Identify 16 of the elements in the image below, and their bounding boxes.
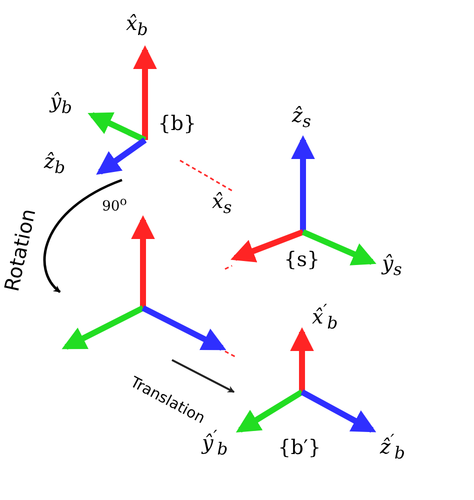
- axis-label: ŷ$_{b}$: [50, 90, 72, 119]
- rotation-angle: 90$^{o}$: [102, 194, 127, 215]
- axis-label: x̂$_{s}$: [212, 190, 232, 219]
- edge-label: Rotation: [0, 206, 40, 294]
- frame-label: {b}: [158, 112, 196, 134]
- dashed-line: [180, 160, 232, 192]
- curved-arrow: [43, 178, 122, 293]
- coordinate-frame: [60, 215, 225, 352]
- axis-label: ẑ$_{s}$: [292, 104, 312, 133]
- axis-label: ŷ$_{s}$: [382, 252, 402, 281]
- axis-label: x̂$_{b}$: [126, 12, 148, 41]
- dashed-line: [224, 265, 232, 270]
- dashed-line: [224, 350, 236, 358]
- frame-label: {s}: [284, 248, 320, 270]
- frame-label: {b′}: [278, 436, 321, 458]
- axis-label: ẑ$_{b}$: [44, 150, 66, 179]
